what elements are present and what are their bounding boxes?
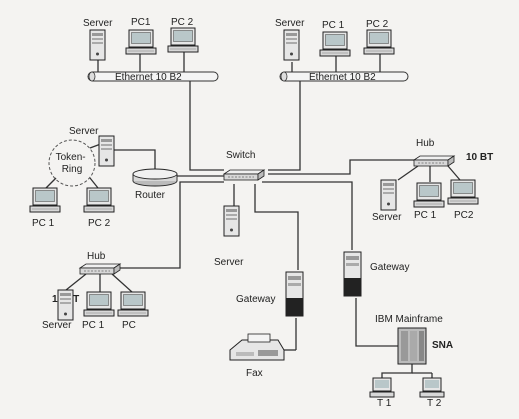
label-server-token-ring: Server (69, 126, 99, 137)
label-ibm-mainframe: IBM Mainframe (375, 314, 443, 325)
hub-lower-left (79, 263, 121, 275)
label-pc1-top-right: PC 1 (322, 20, 345, 31)
label-pc2-token-ring: PC 2 (88, 218, 111, 229)
label-pc2-top-right: PC 2 (366, 19, 389, 30)
ibm-mainframe (397, 327, 427, 365)
segment-top-left: Server PC1 PC 2 Ethernet 10 B2 (83, 17, 219, 83)
token-ring (48, 139, 96, 187)
server-token-ring (98, 135, 115, 167)
label-switch: Switch (226, 150, 255, 161)
label-router: Router (135, 190, 166, 201)
label-pc2-top-left: PC 2 (171, 17, 194, 28)
label-pc1-right-hub: PC 1 (414, 210, 437, 221)
pc1-top-right (319, 31, 351, 57)
pc1-right-hub (413, 182, 445, 208)
label-pc2-right-hub: PC2 (454, 210, 474, 221)
pc1-top-left (125, 29, 157, 55)
label-pc1-lower-left: PC 1 (82, 320, 105, 331)
connection-lines (45, 52, 461, 378)
server-right-hub (380, 179, 397, 211)
label-pc-lower-left: PC (122, 320, 136, 331)
pc1-token-ring (29, 187, 61, 213)
pc2-right-hub (447, 179, 479, 205)
terminal-t1 (369, 377, 395, 398)
label-pc1-token-ring: PC 1 (32, 218, 55, 229)
label-hub-lower-left: Hub (87, 251, 106, 262)
pc2-top-right (363, 29, 395, 55)
label-server-top-right: Server (275, 18, 305, 29)
server-lower-left (57, 289, 74, 321)
ethernet-cable-left (87, 71, 219, 82)
label-ethernet-right: Ethernet 10 B2 (309, 72, 376, 83)
label-server-lower-left: Server (42, 320, 72, 331)
pc2-token-ring (83, 187, 115, 213)
label-pc1-top-left: PC1 (131, 17, 151, 28)
hub-right (413, 155, 455, 167)
segment-lower-left-hub: Hub 10 BT Server PC 1 PC (42, 251, 149, 331)
label-fax: Fax (246, 368, 263, 379)
segment-right-hub: Hub 10 BT Server PC 1 PC2 (372, 138, 493, 223)
segment-top-right: Server PC 1 PC 2 Ethernet 10 B2 (275, 18, 409, 83)
switch-node: Switch Server (214, 150, 265, 268)
gateway-left (285, 271, 304, 317)
segment-gateway-mainframe: Gateway IBM Mainframe SNA T 1 T 2 (343, 251, 453, 409)
router (132, 168, 178, 187)
label-gateway-right: Gateway (370, 262, 409, 273)
label-server-top-left: Server (83, 18, 113, 29)
pc-lower-left (117, 291, 149, 317)
label-10bt-right: 10 BT (466, 152, 493, 163)
terminal-t2 (419, 377, 445, 398)
switch (223, 169, 265, 181)
label-server-central: Server (214, 257, 244, 268)
label-hub-right: Hub (416, 138, 435, 149)
ethernet-cable-right (279, 71, 409, 82)
label-server-right-hub: Server (372, 212, 402, 223)
server-top-left (89, 29, 106, 61)
label-gateway-left: Gateway (236, 294, 275, 305)
gateway-right (343, 251, 362, 297)
server-top-right (283, 29, 300, 61)
label-sna: SNA (432, 340, 453, 351)
label-token-ring: Token- Ring (56, 152, 89, 175)
label-t1: T 1 (377, 398, 392, 409)
fax-machine (229, 333, 285, 361)
label-t2: T 2 (427, 398, 442, 409)
server-central (223, 205, 240, 237)
pc2-top-left (167, 27, 199, 53)
label-ethernet-left: Ethernet 10 B2 (115, 72, 182, 83)
pc1-lower-left (83, 291, 115, 317)
segment-token-ring: Server Token- Ring PC 1 PC 2 Router (29, 126, 178, 229)
segment-gateway-fax: Gateway Fax (229, 271, 304, 379)
